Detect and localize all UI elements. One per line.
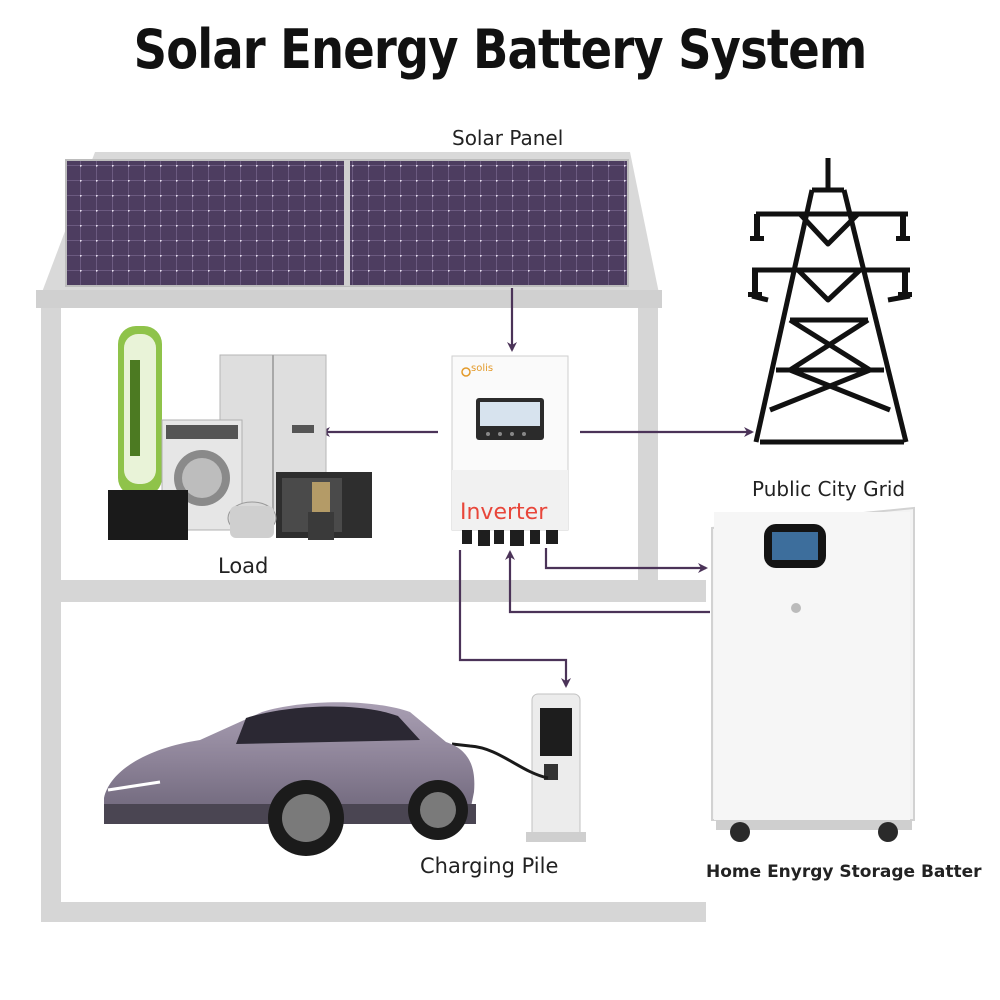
charging-pile xyxy=(451,693,586,842)
arrow-inverter-to-charger xyxy=(458,550,571,688)
label-solar-panel: Solar Panel xyxy=(452,126,564,150)
solar-panel xyxy=(65,159,629,287)
label-inverter: Inverter xyxy=(460,500,548,525)
flow-arrows xyxy=(320,288,754,688)
label-home-storage: Home Enyrgy Storage Batter xyxy=(706,862,982,882)
diagram-title: Solar Energy Battery System xyxy=(133,18,868,81)
insulator-icons xyxy=(748,214,912,297)
arrow-inverter-to-battery xyxy=(544,548,708,573)
label-load: Load xyxy=(218,554,269,578)
load-appliances xyxy=(108,326,372,540)
label-public-grid: Public City Grid xyxy=(752,477,906,501)
label-inverter-brand: solis xyxy=(471,363,494,374)
arrow-battery-to-inverter xyxy=(505,550,710,614)
electric-car xyxy=(104,702,476,856)
storage-battery xyxy=(711,506,915,842)
transmission-tower-icon xyxy=(751,158,911,445)
label-charging-pile: Charging Pile xyxy=(420,854,559,878)
inverter xyxy=(451,355,569,546)
